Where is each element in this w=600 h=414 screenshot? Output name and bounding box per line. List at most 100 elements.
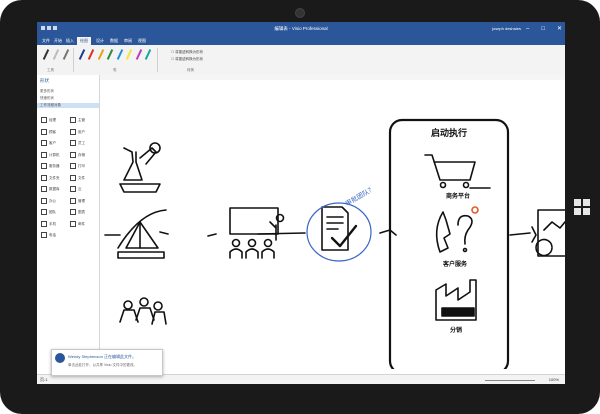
- shape-thumbnail-icon: [70, 117, 76, 123]
- people-group-icon: [119, 297, 167, 325]
- shape-label: 打印: [78, 164, 85, 168]
- analytics-chart-icon: [535, 209, 565, 257]
- select-tool-icon[interactable]: [41, 49, 50, 61]
- shape-thumbnail-icon: [41, 232, 47, 238]
- stencil-shape[interactable]: 管理: [68, 196, 96, 206]
- stencil-shape[interactable]: 云: [68, 184, 96, 194]
- minimize-button[interactable]: –: [526, 26, 530, 32]
- shape-thumbnail-icon: [70, 186, 76, 192]
- stencil-shape[interactable]: 顾客: [39, 127, 67, 137]
- shape-label: 客户: [49, 141, 56, 145]
- shape-label: 经理: [49, 118, 56, 122]
- pen-swatch[interactable]: [77, 49, 86, 61]
- shape-label: 员工: [78, 141, 85, 145]
- shape-thumbnail-icon: [41, 197, 47, 204]
- stencil-shape[interactable]: 存储: [68, 150, 96, 160]
- more-shapes-link[interactable]: 更多形状: [40, 89, 54, 93]
- pen-swatch[interactable]: [115, 49, 124, 61]
- camera-icon: [295, 8, 305, 18]
- shape-label: 管理: [78, 198, 85, 203]
- tab-home[interactable]: 开始: [54, 38, 62, 43]
- shape-thumbnail-icon: [41, 186, 47, 192]
- flow-arrow: [509, 226, 537, 243]
- tab-view[interactable]: 视图: [138, 38, 146, 43]
- zoom-level[interactable]: 100%: [548, 377, 559, 382]
- selected-stencil[interactable]: [37, 103, 99, 108]
- convert-ink-checkbox[interactable]: ☐ 将墨迹转换为形状: [171, 50, 204, 54]
- windows-logo-icon[interactable]: [574, 199, 590, 215]
- shape-thumbnail-icon: [41, 220, 47, 227]
- shape-thumbnail-icon: [70, 163, 76, 169]
- lasso-icon[interactable]: [61, 49, 70, 61]
- stencil-shape[interactable]: 办公: [39, 196, 67, 206]
- shape-label: 邮件: [78, 221, 85, 226]
- shape-thumbnail-icon: [70, 140, 76, 146]
- notification-title: Wendy Stephenson 正在编辑此文件。: [68, 354, 136, 359]
- stencil-shape[interactable]: 手机: [39, 219, 67, 229]
- close-button[interactable]: ✕: [556, 26, 562, 32]
- stencil-shape[interactable]: 经理: [39, 115, 67, 125]
- status-bar: 页-1 100%: [37, 374, 565, 384]
- quick-access-toolbar[interactable]: [41, 26, 61, 32]
- stencil-shape[interactable]: 邮件: [68, 219, 96, 229]
- maximize-button[interactable]: □: [541, 26, 545, 32]
- pen-swatch[interactable]: [96, 49, 105, 61]
- group-label-pens: 笔: [113, 68, 117, 72]
- tab-file[interactable]: 文件: [42, 38, 50, 43]
- pen-swatch[interactable]: [106, 49, 115, 61]
- shape-label: 办公: [49, 198, 56, 203]
- shape-thumbnail-icon: [41, 140, 47, 146]
- stencil-shape[interactable]: 文件夹: [39, 173, 67, 183]
- tab-data[interactable]: 数据: [110, 38, 118, 43]
- shape-thumbnail-icon: [41, 117, 47, 123]
- stencil-shape[interactable]: 数据库: [39, 184, 67, 194]
- shape-label: 手机: [49, 221, 56, 226]
- tab-review[interactable]: 审阅: [124, 38, 132, 43]
- ribbon-draw: ☐ 将墨迹转换为形状 ☐ 将墨迹转换为形状 工具 笔 转换: [37, 45, 565, 76]
- quick-shapes-link[interactable]: 快速形状: [40, 96, 54, 100]
- presentation-icon: [229, 207, 285, 259]
- zoom-slider[interactable]: [485, 380, 535, 381]
- shape-thumbnail-icon: [41, 174, 47, 181]
- stencil-shape[interactable]: 客户: [39, 138, 67, 148]
- tab-draw[interactable]: 绘图: [77, 37, 91, 45]
- stencil-shape[interactable]: 主管: [68, 115, 96, 125]
- stencil-shape[interactable]: 电话: [39, 230, 67, 240]
- label-customer-service: 客户服务: [442, 260, 468, 268]
- stencil-shape[interactable]: 图表: [68, 207, 96, 217]
- eraser-icon[interactable]: [51, 49, 60, 61]
- shape-thumbnail-icon: [41, 163, 47, 169]
- shape-thumbnail-icon: [41, 128, 47, 135]
- pen-swatch[interactable]: [144, 49, 153, 61]
- label-commerce-platform: 商务平台: [446, 192, 470, 200]
- workflow-stencil-link[interactable]: 工作流程对象: [40, 103, 61, 107]
- sheet-tab[interactable]: 页-1: [40, 377, 48, 382]
- pen-swatch[interactable]: [87, 49, 96, 61]
- drawing-canvas[interactable]: 启动执行 审批团队？ 商务平台 客户服务 分销: [100, 80, 565, 375]
- shape-thumbnail-icon: [70, 197, 76, 204]
- user-name[interactable]: joseph deshaies: [492, 26, 521, 31]
- avatar: [55, 353, 65, 363]
- coauthor-notification[interactable]: Wendy Stephenson 正在编辑此文件。 单击此处打开，以共享 Vis…: [51, 349, 163, 376]
- stencil-shape[interactable]: 员工: [68, 138, 96, 148]
- shape-label: 团队: [49, 210, 56, 214]
- window-title: 编辑表 - Visio Professional: [274, 26, 328, 31]
- pen-swatch[interactable]: [134, 49, 143, 61]
- shape-label: 图表: [78, 210, 85, 214]
- stencil-shape[interactable]: 计算机: [39, 150, 67, 160]
- checkbox-label: 将墨迹转换为形状: [175, 50, 204, 54]
- convert-ink-checkbox-2[interactable]: ☐ 将墨迹转换为形状: [171, 57, 204, 61]
- stencil-shape[interactable]: 团队: [39, 207, 67, 217]
- tab-insert[interactable]: 插入: [66, 38, 74, 43]
- pen-swatch[interactable]: [125, 49, 134, 61]
- group-label-tools: 工具: [47, 68, 54, 72]
- shape-thumbnail-icon: [70, 174, 76, 181]
- tab-design[interactable]: 设计: [96, 38, 104, 43]
- stencil-shape[interactable]: 文件: [68, 173, 96, 183]
- stencil-shape[interactable]: 用户: [68, 127, 96, 137]
- stencil-shape[interactable]: 打印: [68, 161, 96, 171]
- stencil-shape[interactable]: 服务器: [39, 161, 67, 171]
- group-label-convert: 转换: [187, 68, 194, 72]
- app-screen: 编辑表 - Visio Professional joseph deshaies…: [37, 22, 565, 384]
- label-distribution: 分销: [450, 326, 462, 334]
